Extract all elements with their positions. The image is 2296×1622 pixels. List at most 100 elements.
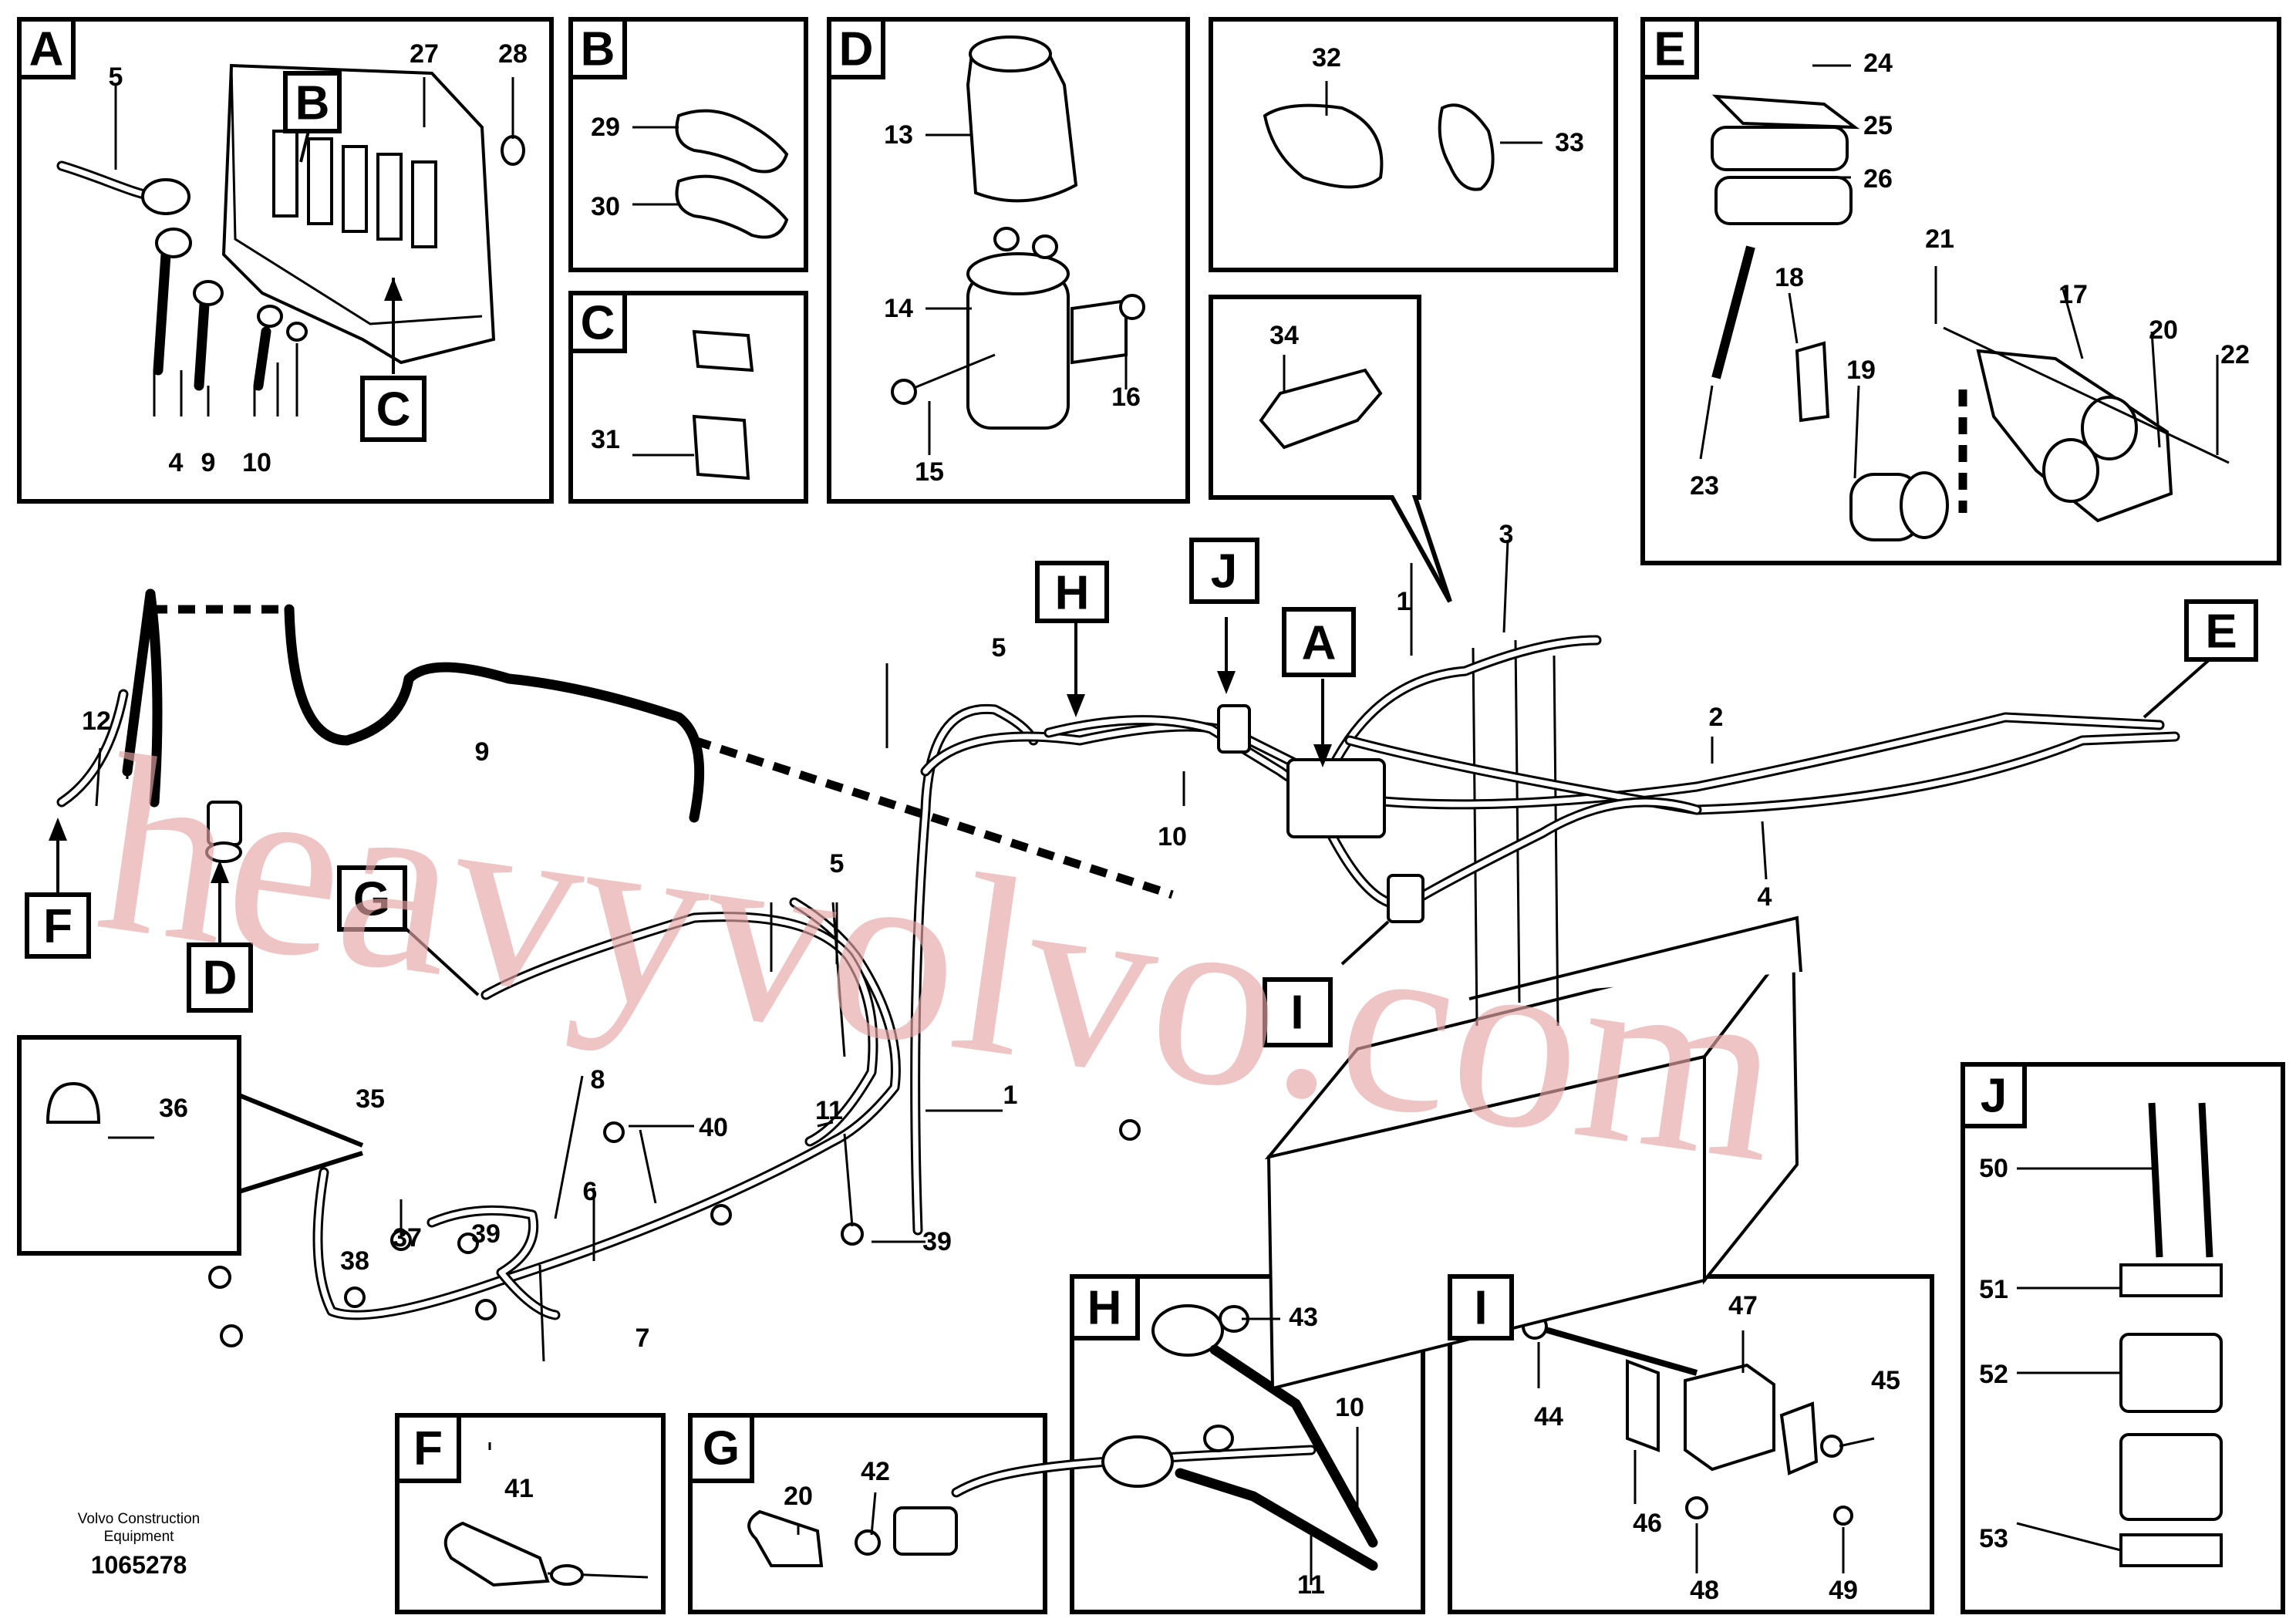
tag-a: A <box>17 17 76 79</box>
part-label: 9 <box>201 448 216 477</box>
part-label: 24 <box>1863 49 1893 78</box>
tag-g-pointer: G <box>337 865 407 932</box>
svg-text:F: F <box>413 1422 443 1475</box>
tag-e: E <box>1640 17 1699 79</box>
tag-j: J <box>1961 1062 2027 1128</box>
detail-tags: A B C B C D E H J A E F G D I F G H I J <box>17 17 2258 1483</box>
part-label: 1 <box>1003 1081 1018 1110</box>
svg-text:J: J <box>1211 545 1237 599</box>
tag-f: F <box>395 1413 461 1483</box>
svg-text:D: D <box>839 23 874 76</box>
detail-a-fuse-box <box>56 63 525 416</box>
detail-e-mounting <box>1711 94 2230 541</box>
part-label: 11 <box>1297 1570 1325 1600</box>
detail-cable-ties <box>1263 103 1495 191</box>
part-label: 40 <box>699 1113 728 1142</box>
detail-f-boot <box>443 1521 649 1587</box>
detail-b-clamps <box>675 109 789 239</box>
part-label: 36 <box>159 1094 188 1123</box>
part-label: 20 <box>2149 315 2178 345</box>
part-label: 43 <box>1289 1303 1318 1332</box>
part-label: 28 <box>498 39 528 69</box>
part-label: 7 <box>636 1324 650 1353</box>
svg-text:H: H <box>1055 567 1090 620</box>
svg-text:B: B <box>581 23 615 76</box>
tag-i: I <box>1448 1274 1514 1340</box>
tag-h: H <box>1070 1274 1140 1340</box>
leader-lines <box>95 64 2219 1585</box>
detail-frames <box>17 17 2285 1614</box>
detail-c-brackets <box>692 329 754 481</box>
part-label: 1 <box>1397 587 1411 616</box>
company-name-line2: Equipment <box>104 1529 175 1545</box>
drawing-number: 1065278 <box>91 1551 187 1579</box>
part-label: 31 <box>591 425 620 454</box>
part-label: 47 <box>1728 1291 1758 1320</box>
main-harness <box>56 588 2180 1391</box>
tag-j-pointer: J <box>1189 538 1259 604</box>
part-label: 3 <box>1499 520 1514 549</box>
detail-d-relay <box>891 35 1145 430</box>
svg-text:G: G <box>353 873 390 926</box>
tag-d-pointer: D <box>187 943 253 1013</box>
tag-i-pointer: I <box>1263 977 1333 1047</box>
footer: Volvo Construction Equipment 1065278 <box>78 1511 200 1579</box>
part-label: 6 <box>583 1177 598 1206</box>
part-label: 42 <box>861 1457 890 1486</box>
part-label: 35 <box>356 1084 385 1114</box>
company-name-line1: Volvo Construction <box>78 1511 200 1527</box>
part-label: 9 <box>475 737 490 767</box>
part-label: 10 <box>1158 822 1187 851</box>
part-label: 8 <box>591 1065 605 1094</box>
svg-text:B: B <box>295 77 330 130</box>
part-label: 25 <box>1863 111 1893 140</box>
part-label: 39 <box>471 1219 501 1249</box>
part-label: 33 <box>1555 128 1584 157</box>
part-label: 16 <box>1111 383 1141 412</box>
part-label: 27 <box>410 39 439 69</box>
part-label: 32 <box>1312 43 1341 73</box>
part-label: 38 <box>340 1246 369 1276</box>
part-label: 44 <box>1534 1402 1563 1431</box>
svg-text:E: E <box>1654 23 1685 76</box>
tag-c: C <box>568 291 627 353</box>
svg-text:D: D <box>203 952 238 1005</box>
svg-text:A: A <box>1302 617 1337 670</box>
part-label: 53 <box>1979 1524 2008 1553</box>
part-label: 10 <box>1335 1393 1364 1422</box>
svg-text:E: E <box>2205 605 2237 659</box>
part-label: 26 <box>1863 164 1893 194</box>
detail-g-terminal <box>747 1445 1317 1567</box>
part-label: 18 <box>1775 263 1804 292</box>
tag-g: G <box>688 1413 754 1483</box>
tag-h-pointer: H <box>1035 561 1109 623</box>
part-label: 52 <box>1979 1360 2008 1389</box>
svg-text:H: H <box>1087 1282 1122 1335</box>
part-label: 15 <box>915 457 944 487</box>
part-label: 19 <box>1846 356 1876 385</box>
part-label: 51 <box>1979 1275 2008 1304</box>
part-label: 34 <box>1269 321 1299 350</box>
svg-text:C: C <box>376 383 411 437</box>
part-label: 41 <box>504 1474 534 1503</box>
part-label: 39 <box>922 1227 952 1256</box>
part-label: 20 <box>784 1482 813 1511</box>
tag-e-pointer: E <box>2184 599 2258 662</box>
part-label: 37 <box>393 1223 422 1253</box>
part-label: 49 <box>1829 1576 1858 1605</box>
tag-f-pointer: F <box>25 892 91 959</box>
detail-j-clamp <box>2119 1102 2223 1567</box>
tag-b-inset: B <box>283 71 342 133</box>
part-label: 5 <box>109 62 123 92</box>
svg-text:A: A <box>29 23 64 76</box>
detail-h-terminals <box>1101 1304 1378 1571</box>
part-label: 11 <box>815 1096 843 1125</box>
callout-arrows <box>49 115 2211 996</box>
part-label: 17 <box>2058 280 2088 309</box>
part-label: 23 <box>1690 471 1719 501</box>
detail-36-cap <box>46 1081 364 1194</box>
part-label: 22 <box>2220 340 2250 369</box>
svg-text:F: F <box>43 900 72 953</box>
svg-text:I: I <box>1290 986 1303 1040</box>
